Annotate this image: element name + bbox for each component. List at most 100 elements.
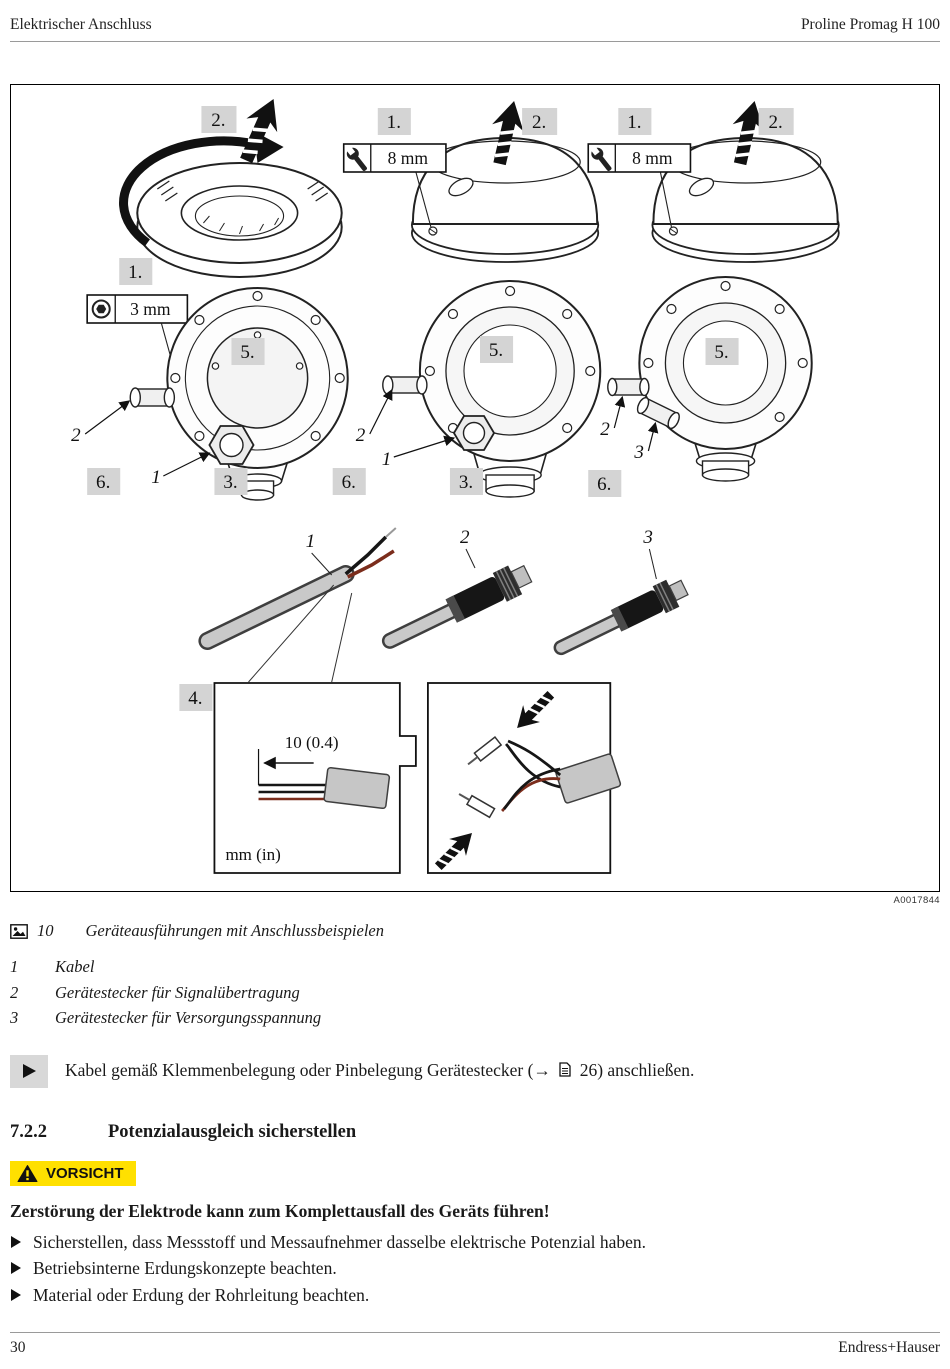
cable-2-label: 2 (460, 527, 470, 548)
caution-label: VORSICHT (10, 1160, 136, 1186)
step-label: 5. (480, 336, 514, 363)
svg-text:5.: 5. (489, 340, 503, 361)
instruction-text: Kabel gemäß Klemmenbelegung oder Pinbele… (65, 1057, 694, 1083)
warning-bullet-text: Material oder Erdung der Rohrleitung bea… (33, 1284, 370, 1305)
legend-item: 3 Gerätestecker für Versorgungsspannung (10, 1005, 940, 1031)
figure-caption-text: Geräteausführungen mit Anschlussbeispiel… (85, 921, 385, 940)
svg-text:2.: 2. (769, 112, 783, 133)
svg-text:4.: 4. (188, 688, 202, 709)
legend-text: Gerätestecker für Versorgungsspannung (55, 1008, 322, 1028)
step-label: 2. (522, 108, 558, 135)
housing-cover-ring (119, 131, 343, 278)
company-name: Endress+Hauser (838, 1339, 940, 1356)
detail-box-wire-prep (426, 682, 622, 877)
housing-cover-dome-1 (410, 136, 600, 263)
callout-3: 3 (633, 442, 644, 463)
technical-figure: 2. 1. 2. 1. 2. 8 mm 8 mm 1. 3 mm (10, 84, 940, 892)
step-label: 5. (231, 338, 265, 365)
svg-text:2.: 2. (532, 112, 546, 133)
unit-label: mm (in) (225, 845, 280, 864)
tool-box-wrench: 8 mm (342, 143, 447, 174)
step-label: 1. (119, 258, 153, 285)
header-product-title: Proline Promag H 100 (800, 16, 940, 33)
instruction-text-before: Kabel gemäß Klemmenbelegung oder Pinbele… (65, 1059, 551, 1080)
page-footer: 30 Endress+Hauser (10, 1332, 940, 1369)
housing-cover-dome-2 (651, 136, 840, 263)
svg-text:3.: 3. (223, 472, 237, 493)
cable-1-label: 1 (306, 531, 316, 552)
page-cross-reference[interactable]: 26) anschlie­ßen. (579, 1059, 695, 1080)
section-heading: 7.2.2 Potenzialausgleich sicherstellen (10, 1122, 940, 1143)
svg-text:3 mm: 3 mm (130, 299, 171, 319)
document-icon (559, 1062, 571, 1077)
legend-number: 1 (10, 957, 19, 976)
step-label: 4. (179, 684, 213, 711)
legend-number: 2 (10, 982, 19, 1002)
svg-text:5.: 5. (714, 342, 728, 363)
figure-caption: 10 Geräteausführungen mit Anschlussbeisp… (10, 921, 940, 941)
svg-text:8 mm: 8 mm (632, 148, 673, 168)
callout-1: 1 (382, 449, 392, 470)
callout-2: 2 (356, 425, 366, 446)
warning-bullet-text: Betriebsinterne Erdungskonzepte beachten… (33, 1258, 337, 1279)
warning-bullet: Betriebsinterne Erdungskonzepte beachten… (10, 1255, 940, 1282)
callout-2: 2 (600, 419, 610, 440)
svg-text:1.: 1. (387, 112, 401, 133)
bullet-arrow-icon (11, 1262, 21, 1275)
bullet-arrow-icon (11, 1288, 21, 1301)
bullet-arrow-icon (11, 1235, 21, 1248)
header-section-title: Elektrischer Anschluss (10, 16, 152, 33)
svg-text:6.: 6. (342, 472, 356, 493)
legend-text: Kabel (55, 957, 95, 976)
page-number: 30 (10, 1339, 26, 1356)
section-number: 7.2.2 (10, 1121, 47, 1142)
step-label: 1. (618, 108, 652, 135)
cable-2-connector (381, 564, 533, 649)
step-label: 2. (758, 108, 794, 135)
action-instruction: Kabel gemäß Klemmenbelegung oder Pinbele… (10, 1054, 940, 1088)
svg-text:2.: 2. (211, 110, 225, 131)
callout-2: 2 (71, 425, 81, 446)
caution-block: VORSICHT Zerstörung der Elektrode kann z… (10, 1143, 940, 1309)
warning-heading: Zerstörung der Elektrode kann zum Komple… (10, 1200, 550, 1221)
page-header: Elektrischer Anschluss Proline Promag H … (10, 0, 940, 34)
detail-box-strip-length: 10 (0.4) mm (in) (213, 682, 417, 874)
action-arrow-box (10, 1054, 48, 1088)
strip-length-dimension: 10 (0.4) (285, 733, 339, 752)
cable-3-label: 3 (642, 527, 653, 548)
tool-box-allen: 3 mm (86, 294, 189, 383)
legend-item: 2 Gerätestecker für Signalübertragung (10, 980, 940, 1006)
figure-illustration: 2. 1. 2. 1. 2. 8 mm 8 mm 1. 3 mm (71, 90, 840, 877)
step-label: 1. (377, 108, 411, 135)
svg-text:1.: 1. (627, 112, 641, 133)
legend-text: Gerätestecker für Signalübertragung (55, 982, 300, 1002)
step-label: 5. (705, 338, 739, 365)
device-2 (382, 280, 602, 498)
svg-text:8 mm: 8 mm (388, 148, 429, 168)
figure-legend: 1 Kabel 2 Gerätestecker für Signalübertr… (10, 954, 940, 1031)
figure-reference-code: A0017844 (893, 895, 940, 906)
header-rule (10, 41, 940, 42)
step-label: 6. (588, 470, 622, 497)
legend-number: 3 (10, 1008, 19, 1028)
cable-1 (198, 527, 397, 650)
image-icon (10, 923, 28, 939)
tool-box-wrench: 8 mm (587, 143, 692, 174)
legend-item: 1 Kabel (10, 954, 940, 980)
figure-number: 10 (37, 921, 54, 940)
step-label: 3. (214, 468, 248, 495)
warning-bullet-text: Sicherstellen, dass Messstoff und Messau… (33, 1231, 646, 1252)
action-arrow-icon (22, 1064, 36, 1079)
warning-bullet: Sicherstellen, dass Messstoff und Messau… (10, 1229, 940, 1256)
step-label: 3. (449, 468, 484, 495)
cable-3-connector (553, 579, 689, 656)
warning-bullet-list: Sicherstellen, dass Messstoff und Messau… (10, 1229, 940, 1309)
section-title: Potenzialausgleich sicherstellen (108, 1121, 357, 1142)
svg-text:5.: 5. (240, 342, 254, 363)
warning-triangle-icon (17, 1164, 38, 1182)
svg-text:6.: 6. (96, 472, 110, 493)
step-label: 6. (332, 468, 366, 495)
callout-1: 1 (151, 467, 161, 488)
warning-bullet: Material oder Erdung der Rohrleitung bea… (10, 1282, 940, 1309)
step-label: 6. (87, 468, 121, 495)
